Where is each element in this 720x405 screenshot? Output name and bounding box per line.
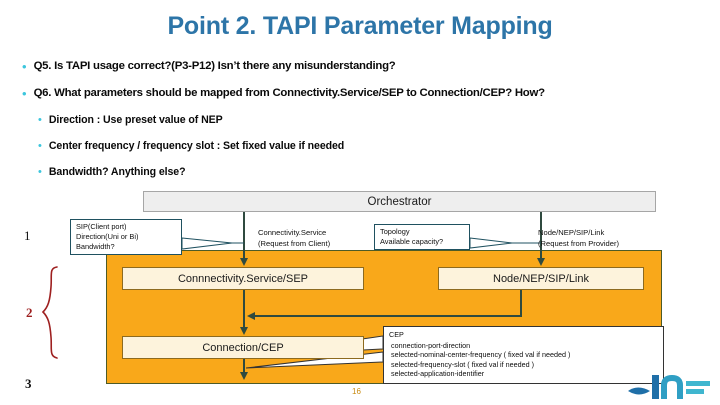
flow-label-line2: (Request from Client) (258, 238, 331, 248)
orchestrator-label: Orchestrator (367, 195, 432, 208)
bullet-center-frequency: • Center frequency / frequency slot : Se… (38, 140, 344, 153)
bullet-q6: • Q6. What parameters should be mapped f… (22, 87, 545, 100)
bullet-dot-icon: • (38, 114, 42, 126)
bullet-q5: • Q5. Is TAPI usage correct?(P3-P12) Isn… (22, 60, 396, 73)
bullet-dot-icon: • (22, 86, 27, 101)
box-label: Connnectivity.Service/SEP (177, 272, 309, 285)
bullet-text: Center frequency / frequency slot : Set … (48, 140, 345, 152)
bullet-bandwidth: • Bandwidth? Anything else? (38, 166, 186, 179)
box-node-nep-sip-link: Node/NEP/SIP/Link (438, 267, 644, 290)
bullet-text: Q6. What parameters should be mapped fro… (33, 87, 546, 99)
callout-line: SIP(Client port) (76, 222, 127, 231)
callout-line: Available capacity? (380, 237, 444, 246)
flow-label-line1: Node/NEP/SIP/Link (538, 228, 605, 237)
bullet-direction: • Direction : Use preset value of NEP (38, 114, 223, 127)
callout-line: Bandwidth? (76, 242, 115, 251)
bullet-dot-icon: • (22, 59, 27, 74)
cep-callout-line: selected-nominal-center-frequency ( fixe… (391, 350, 571, 360)
callout-line: Direction(Uni or Bi) (76, 232, 139, 241)
orchestrator-bar: Orchestrator (143, 191, 656, 212)
sip-callout: SIP(Client port) Direction(Uni or Bi) Ba… (70, 219, 182, 255)
flow-label-line2: (Request from Provider) (538, 238, 620, 248)
step-number-2: 2 (26, 305, 33, 320)
step-number-3: 3 (25, 376, 32, 391)
bullet-dot-icon: • (38, 166, 42, 178)
flow-label-connectivity-service: Connectivity.Service (Request from Clien… (258, 228, 330, 249)
bullet-text: Direction : Use preset value of NEP (48, 114, 223, 126)
brand-logo-icon (628, 374, 710, 399)
topology-callout: Topology Available capacity? (374, 224, 470, 250)
flow-label-node-nep-sip-link: Node/NEP/SIP/Link (Request from Provider… (538, 228, 619, 249)
callout-line: Topology (380, 227, 410, 236)
bullet-text: Bandwidth? Anything else? (48, 166, 186, 178)
red-brace-icon (41, 266, 58, 359)
cep-callout-title: CEP (389, 330, 404, 339)
bullet-text: Q5. Is TAPI usage correct?(P3-P12) Isn’t… (33, 60, 396, 72)
page-title: Point 2. TAPI Parameter Mapping (167, 12, 553, 40)
box-label: Connection/CEP (202, 341, 284, 354)
box-connection-cep: Connection/CEP (122, 336, 364, 359)
flow-label-line1: Connectivity.Service (258, 228, 327, 237)
cep-callout-line: selected-frequency-slot ( fixed val if n… (391, 359, 535, 369)
cep-callout-line: connection-port-direction (391, 340, 471, 350)
cep-callout-line: selected-application-identifier (391, 369, 485, 379)
page-number: 16 (352, 387, 361, 396)
box-connectivity-service-sep: Connnectivity.Service/SEP (122, 267, 364, 290)
step-number-1: 1 (24, 228, 31, 243)
bullet-dot-icon: • (38, 140, 42, 152)
cep-callout: CEP connection-port-direction selected-n… (383, 326, 664, 384)
box-label: Node/NEP/SIP/Link (493, 272, 589, 285)
